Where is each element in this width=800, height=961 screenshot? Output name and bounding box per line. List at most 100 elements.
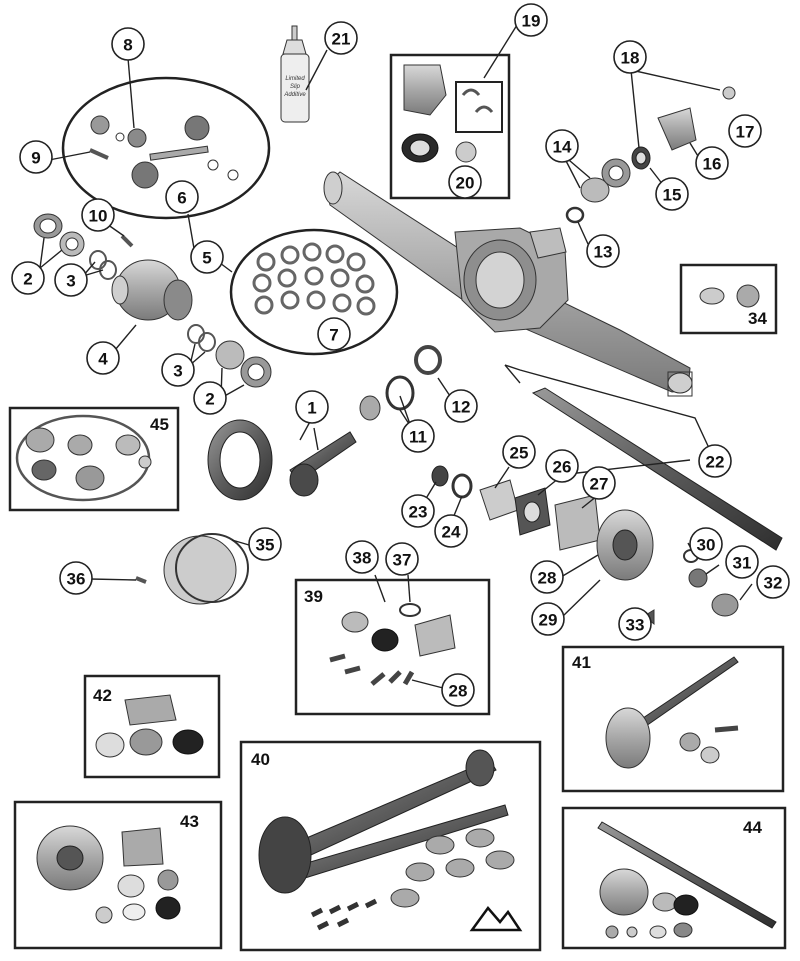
callout-7: 7 (317, 317, 351, 351)
callout-number: 1 (307, 399, 316, 418)
callout-number: 29 (539, 611, 558, 630)
callout-number: 25 (510, 444, 529, 463)
callout-number: 3 (173, 362, 182, 381)
callout-number: 36 (67, 570, 86, 589)
callout-number: 2 (205, 390, 214, 409)
callout-24: 24 (434, 514, 468, 548)
callout-number: 4 (98, 350, 108, 369)
kit-34-parts (699, 284, 760, 308)
callout-number: 16 (703, 155, 722, 174)
kit-number-42: 42 (93, 686, 112, 705)
callout-17: 17 (728, 114, 762, 148)
callout-35: 35 (248, 527, 282, 561)
callout-21: 21 (324, 21, 358, 55)
kit-box-42 (83, 674, 221, 779)
kit-42-parts (95, 694, 204, 758)
callout-number: 23 (409, 503, 428, 522)
callout-number: 15 (663, 186, 682, 205)
callout-number: 31 (733, 554, 752, 573)
callout-23: 23 (401, 494, 435, 528)
kit-45-parts (15, 414, 152, 502)
kit-box-44 (561, 806, 787, 950)
callout-number: 17 (736, 123, 755, 142)
callout-9: 9 (19, 140, 53, 174)
callout-31: 31 (725, 545, 759, 579)
callout-number: 30 (697, 536, 716, 555)
callout-1: 1 (295, 390, 329, 424)
kit-number-34: 34 (748, 309, 767, 328)
callout-18: 18 (613, 40, 647, 74)
callout-number: 35 (256, 536, 275, 555)
pinion-shims (359, 345, 442, 421)
callout-number: 13 (594, 243, 613, 262)
callout-number: 38 (353, 549, 372, 568)
carrier-bearings (33, 213, 272, 388)
bottle-label-line-2: Slip (290, 84, 301, 90)
callout-number: 11 (409, 428, 427, 447)
callout-number: 28 (538, 569, 557, 588)
callout-4: 4 (86, 341, 120, 375)
callout-number: 7 (329, 326, 338, 345)
callout-38: 38 (345, 540, 379, 574)
kit-39-parts (329, 603, 456, 686)
callout-36: 36 (59, 561, 93, 595)
callout-number: 27 (590, 475, 609, 494)
callout-25: 25 (502, 435, 536, 469)
callout-number: 3 (66, 272, 75, 291)
cross-pin-lock-bolt (89, 148, 109, 160)
callout-number: 18 (621, 49, 640, 68)
clutch-pack-kit (229, 228, 399, 356)
callout-number: 12 (452, 398, 471, 417)
axle-shaft (504, 364, 783, 551)
spider-gear-kit (61, 76, 271, 220)
kit-number-40: 40 (251, 750, 270, 769)
axle-housing (323, 171, 693, 397)
callout-22: 22 (698, 444, 732, 478)
callout-11: 11 (401, 419, 435, 453)
callout-number: 24 (442, 523, 461, 542)
leader-lines (39, 24, 753, 689)
callout-30: 30 (689, 527, 723, 561)
callout-number: 21 (332, 30, 351, 49)
callout-16: 16 (695, 146, 729, 180)
callout-number: 37 (393, 551, 412, 570)
kit-44-parts (597, 821, 777, 939)
callout-number: 28 (449, 682, 468, 701)
pinion-bearing-set (565, 86, 736, 224)
kit-box-34 (679, 263, 778, 335)
callout-8: 8 (111, 27, 145, 61)
callout-14: 14 (545, 129, 579, 163)
kit-43-parts (36, 825, 181, 924)
differential-cover (135, 533, 249, 605)
callout-12: 12 (444, 389, 478, 423)
callout-number: 19 (522, 12, 541, 31)
callout-number: 9 (31, 149, 40, 168)
callout-number: 22 (706, 453, 725, 472)
carrier-shims (89, 250, 216, 352)
callout-number: 2 (23, 270, 32, 289)
callout-number: 5 (202, 249, 211, 268)
callout-13: 13 (586, 234, 620, 268)
kit-number-43: 43 (180, 812, 199, 831)
callout-number: 20 (456, 174, 475, 193)
callout-27: 27 (582, 466, 616, 500)
kit-box-43 (13, 800, 223, 950)
bottle-label-line-1: Limited (285, 76, 305, 82)
callout-number: 8 (123, 36, 132, 55)
callout-3: 3 (161, 353, 195, 387)
kit-number-39: 39 (304, 587, 323, 606)
callout-number: 10 (89, 207, 108, 226)
callout-20: 20 (448, 165, 482, 199)
callout-2: 2 (11, 261, 45, 295)
callout-28: 28 (441, 673, 475, 707)
callout-labels: 1223345678910111213141516171819202122232… (11, 3, 790, 707)
ring-and-pinion-gear (207, 419, 357, 501)
callout-29: 29 (531, 602, 565, 636)
pinion-yoke-seal-nut (401, 64, 494, 163)
callout-32: 32 (756, 565, 790, 599)
kit-40-parts (258, 749, 523, 932)
callout-number: 33 (626, 616, 645, 635)
callout-number: 32 (764, 574, 783, 593)
